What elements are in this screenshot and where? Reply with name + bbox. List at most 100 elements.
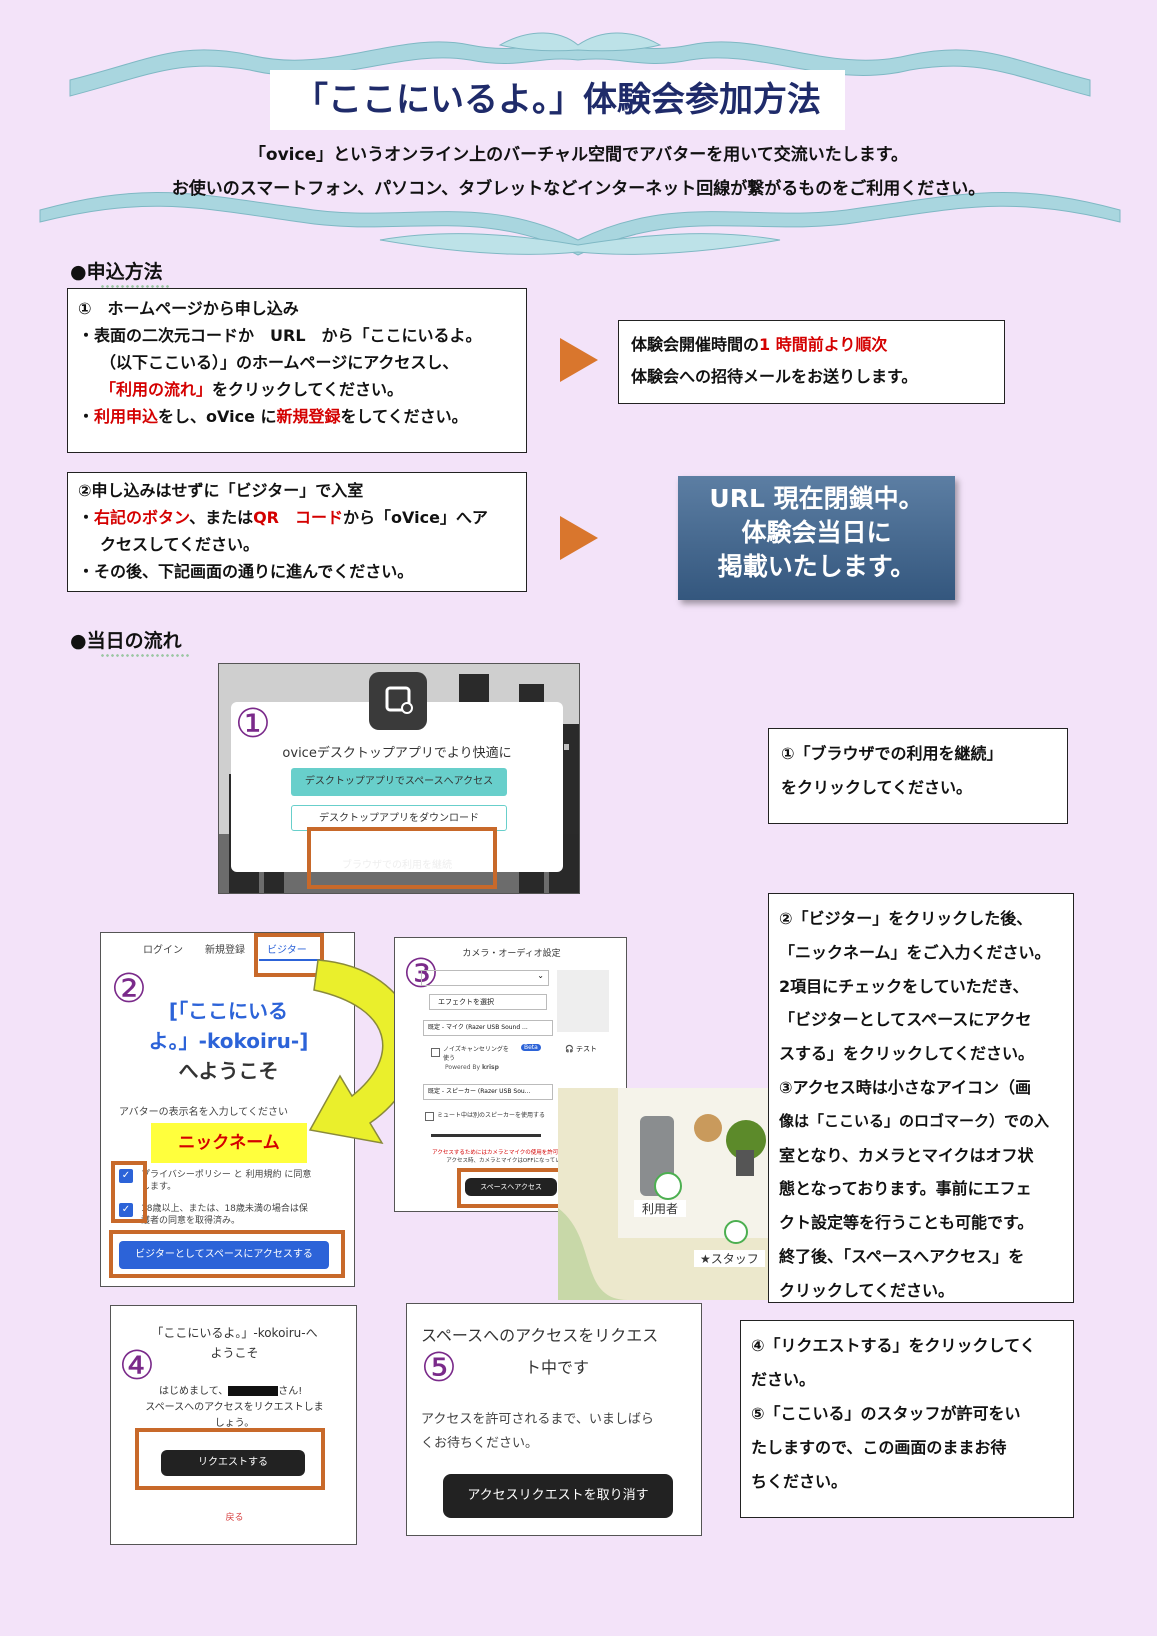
highlight-box — [457, 1168, 565, 1208]
note2-line-3: 2項目にチェックをしていただき、 — [779, 976, 1029, 996]
note2-line-6: ③アクセス時は小さなアイコン（画 — [779, 1077, 1031, 1097]
highlight-box — [135, 1428, 325, 1490]
staff-avatar[interactable] — [724, 1220, 748, 1244]
request-text-1: スペースへのアクセスをリクエストしま — [145, 1402, 324, 1413]
virtual-space-image: 利用者 ★スタッフ — [558, 1088, 770, 1300]
redacted-name — [228, 1386, 279, 1396]
arrow-right-icon — [560, 338, 598, 382]
mic-select[interactable]: 既定 - マイク (Razer USB Sound ... — [423, 1020, 553, 1036]
result-line-1: 体験会開催時間の1 時間前より順次 — [631, 335, 888, 354]
desktop-access-button[interactable]: デスクトップアプリでスペースへアクセス — [291, 768, 507, 796]
checkbox-age-label: 18歳以上、または、18歳未満の場合は保 — [141, 1204, 308, 1214]
curved-arrow-icon — [308, 959, 417, 1145]
note-step-1: ①「ブラウザでの利用を継続」 をクリックしてください。 — [768, 728, 1068, 824]
ribbon-decoration — [39, 32, 1121, 256]
requesting-title-2: ト中です — [525, 1358, 590, 1377]
waiting-text-2: くお待ちください。 — [421, 1436, 539, 1451]
back-link[interactable]: 戻る — [225, 1513, 244, 1523]
intro-line-1: 「ovice」というオンライン上のバーチャル空間でアバターを用いて交流いたします… — [248, 145, 909, 165]
highlight-box — [307, 827, 497, 889]
avatar-name-label: アバターの表示名を入力してください — [119, 1107, 288, 1118]
screenshot-step-4: 「ここにいるよ。」-kokoiru-へ ようこそ ④ はじめまして、さん! スペ… — [110, 1305, 357, 1545]
apply-box-1-heading: ① ホームページから申し込み — [78, 299, 299, 318]
note3-line-2: ださい。 — [751, 1370, 816, 1389]
cancel-request-button[interactable]: アクセスリクエストを取り消す — [443, 1474, 673, 1518]
url-badge-line-1: URL 現在閉鎖中。 — [709, 484, 924, 513]
camera-preview — [557, 970, 609, 1032]
checkbox-privacy-label-2: します。 — [141, 1182, 177, 1192]
speaker-select[interactable]: 既定 - スピーカー (Razer USB Sou... — [423, 1084, 553, 1100]
note3-line-4: たしますので、この画面のままお待 — [751, 1438, 1007, 1457]
beta-badge: Beta — [521, 1044, 541, 1051]
checkbox-age[interactable]: ✓ — [119, 1203, 133, 1217]
space-access-button[interactable]: スペースへアクセス — [465, 1178, 557, 1196]
step-number-2: ② — [111, 966, 147, 1012]
requesting-title-1: スペースへのアクセスをリクエス — [421, 1326, 659, 1345]
effect-select[interactable]: エフェクトを選択 — [429, 994, 547, 1010]
note3-line-1: ④「リクエストする」をクリックしてく — [751, 1336, 1036, 1355]
ovice-logo-icon — [369, 672, 427, 730]
url-badge-line-3: 掲載いたします。 — [717, 552, 916, 581]
section-title-flow: ●当日の流れ — [70, 626, 190, 659]
request-button[interactable]: リクエストする — [161, 1450, 305, 1476]
screenshot-step-1: ① oviceデスクトップアプリでより快適に デスクトップアプリでスペースへアク… — [218, 663, 580, 894]
tab-login[interactable]: ログイン — [143, 945, 183, 956]
screenshot-step-3: カメラ・オーディオ設定 ③ ⌄ エフェクトを選択 既定 - マイク (Razer… — [394, 937, 627, 1212]
user-avatar[interactable] — [654, 1172, 682, 1200]
mute-label: ミュート中は別のスピーカーを使用する — [437, 1112, 546, 1119]
powered-by-label: Powered By krisp — [445, 1064, 499, 1071]
screenshot-step-2: ログイン 新規登録 ビジター ② [「ここにいる よ。」-kokoiru-] へ… — [100, 932, 355, 1287]
visitor-access-button[interactable]: ビジターとしてスペースにアクセスする — [119, 1241, 329, 1269]
welcome-line-1: [「ここにいる — [168, 999, 289, 1023]
url-badge-line-2: 体験会当日に — [741, 518, 892, 547]
step-number-3: ③ — [403, 951, 439, 997]
apply-box-1-line-2: （以下ここいる）」のホームページにアクセスし、 — [100, 353, 459, 372]
apply-box-2-line-2: クセスしてください。 — [100, 535, 260, 554]
tab-register[interactable]: 新規登録 — [205, 945, 245, 956]
highlight-box — [111, 1161, 147, 1223]
user-label: 利用者 — [634, 1200, 687, 1217]
note1-line-2: をクリックしてください。 — [781, 778, 973, 797]
welcome-line-2: よ。」-kokoiru-] — [148, 1029, 309, 1053]
note2-line-12: クリックしてください。 — [779, 1280, 955, 1300]
arrow-right-icon — [560, 516, 598, 560]
note2-line-2: 「ニックネーム」をご入力ください。 — [779, 942, 1051, 962]
note2-line-1: ②「ビジター」をクリックした後、 — [779, 909, 1033, 928]
checkbox-privacy[interactable]: ✓ — [119, 1169, 133, 1183]
checkbox-privacy-label: プライバシーポリシー と 利用規約 に同意 — [141, 1170, 312, 1180]
step-number-1: ① — [235, 701, 271, 747]
apply-box-1-line-1: ・表面の二次元コードか URL から「ここにいるよ。 — [78, 326, 482, 345]
apply-box-1-line-3: 「利用の流れ」をクリックしてください。 — [100, 380, 404, 399]
note2-line-8: 室となり、カメラとマイクはオフ状 — [779, 1145, 1034, 1165]
note2-line-4: 「ビジターとしてスペースにアクセ — [779, 1010, 1032, 1030]
greeting-line: はじめまして、さん! — [159, 1386, 303, 1397]
headphone-icon[interactable]: 🎧 テスト — [565, 1045, 597, 1053]
camera-select[interactable]: ⌄ — [421, 970, 549, 986]
intro-line-2: お使いのスマートフォン、パソコン、タブレットなどインターネット回線が繋がるものを… — [171, 179, 986, 199]
highlight-box — [254, 933, 324, 977]
noise-checkbox[interactable] — [431, 1048, 440, 1057]
request-text-2: しょう。 — [214, 1418, 255, 1429]
apply-box-1: ① ホームページから申し込み ・表面の二次元コードか URL から「ここにいるよ… — [67, 288, 527, 453]
note2-line-5: スする」をクリックしてください。 — [779, 1044, 1035, 1064]
volume-slider[interactable] — [431, 1134, 541, 1137]
note2-line-7: 像は「ここいる」のロゴマーク）での入 — [779, 1111, 1050, 1130]
checkbox-age-label-2: 護者の同意を取得済み。 — [141, 1216, 241, 1226]
note1-line-1: ①「ブラウザでの利用を継続」 — [781, 744, 1003, 763]
section-title-apply: ●申込方法 — [70, 257, 171, 290]
note3-line-3: ⑤「ここいる」のスタッフが許可をい — [751, 1404, 1021, 1423]
tab-visitor[interactable]: ビジター — [267, 945, 307, 956]
welcome-line-2: ようこそ — [210, 1346, 259, 1360]
welcome-line-3: へようこそ — [178, 1059, 279, 1083]
apply-box-1-line-4: ・利用申込をし、oVice に新規登録をしてください。 — [78, 407, 468, 426]
note-step-2-3: ②「ビジター」をクリックした後、 「ニックネーム」をご入力ください。 2項目にチ… — [768, 893, 1074, 1303]
noise-label: ノイズキャンセリングを — [443, 1046, 509, 1053]
mute-checkbox[interactable] — [425, 1112, 434, 1121]
step-number-5: ⑤ — [421, 1345, 457, 1391]
page-title: 「ここにいるよ。」体験会参加方法 — [270, 70, 845, 130]
waiting-text-1: アクセスを許可されるまで、いましばら — [421, 1412, 654, 1427]
continue-browser-link[interactable]: ブラウザでの利用を継続 — [342, 860, 452, 871]
apply-result-box: 体験会開催時間の1 時間前より順次 体験会への招待メールをお送りします。 — [618, 320, 1005, 404]
nickname-input[interactable]: ニックネーム — [151, 1123, 307, 1163]
result-line-2: 体験会への招待メールをお送りします。 — [631, 367, 918, 386]
